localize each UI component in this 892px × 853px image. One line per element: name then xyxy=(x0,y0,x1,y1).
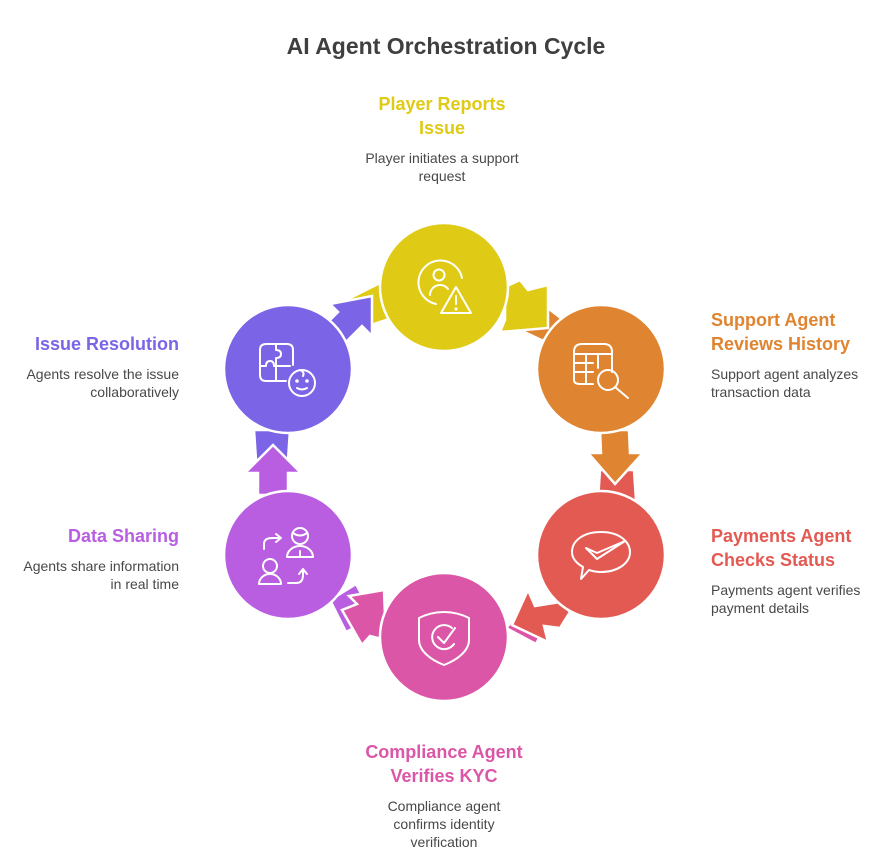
table-search-icon xyxy=(573,343,629,399)
chat-check-icon xyxy=(571,531,631,580)
diagram-title: AI Agent Orchestration Cycle xyxy=(286,33,606,59)
step-label-payments-agent: Payments Agent Checks Status Payments ag… xyxy=(711,524,891,617)
step-heading: Reviews History xyxy=(711,334,851,354)
step-description: payment details xyxy=(711,600,810,616)
step-heading: Payments Agent xyxy=(711,526,852,546)
step-circle-compliance-agent xyxy=(378,571,510,703)
step-label-issue-resolution: Issue Resolution Agents resolve the issu… xyxy=(0,332,179,401)
step-description: transaction data xyxy=(711,384,811,400)
arrow-datasharing-to-resolution xyxy=(241,428,305,497)
step-heading: Data Sharing xyxy=(67,526,179,546)
arrow-payments-to-compliance xyxy=(504,586,572,646)
step-heading: Verifies KYC xyxy=(390,766,498,786)
step-description: Payments agent verifies xyxy=(711,582,861,598)
step-description: Support agent analyzes xyxy=(711,366,859,382)
step-description: confirms identity xyxy=(393,816,495,832)
people-exchange-icon xyxy=(258,527,314,585)
user-alert-icon xyxy=(417,259,472,314)
step-description: Agents share information xyxy=(23,558,179,574)
step-description: Player initiates a support xyxy=(365,150,519,166)
arrow-support-to-payments xyxy=(585,428,646,502)
step-heading: Issue xyxy=(418,118,466,138)
step-heading: Player Reports xyxy=(378,94,506,114)
step-label-support-agent: Support Agent Reviews History Support ag… xyxy=(711,308,891,401)
step-heading: Checks Status xyxy=(711,550,836,570)
step-label-data-sharing: Data Sharing Agents share information in… xyxy=(0,524,179,593)
step-description: verification xyxy=(410,834,478,850)
step-label-compliance-agent: Compliance Agent Verifies KYC Compliance… xyxy=(332,740,556,851)
step-label-player-reports: Player Reports Issue Player initiates a … xyxy=(342,92,542,185)
step-heading: Issue Resolution xyxy=(34,334,179,354)
step-heading: Support Agent xyxy=(711,310,836,330)
step-circle-payments-agent xyxy=(535,489,667,621)
puzzle-face-icon xyxy=(259,343,316,397)
step-description: collaboratively xyxy=(90,384,179,400)
step-description: in real time xyxy=(110,576,179,592)
step-description: Compliance agent xyxy=(387,798,501,814)
shield-check-icon xyxy=(418,611,470,666)
step-description: request xyxy=(418,168,466,184)
step-circle-support-agent xyxy=(535,303,667,435)
step-description: Agents resolve the issue xyxy=(26,366,179,382)
step-circle-issue-resolution xyxy=(222,303,354,435)
step-heading: Compliance Agent xyxy=(365,742,523,762)
step-circle-player-reports xyxy=(378,221,510,353)
